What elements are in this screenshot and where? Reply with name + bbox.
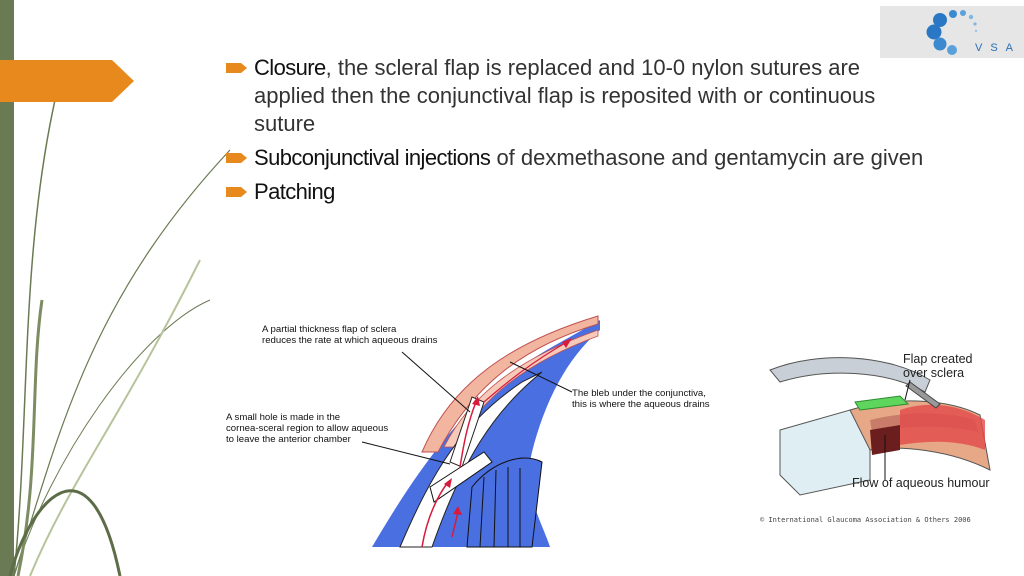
arrow-bullet-icon — [226, 153, 247, 163]
left-accent-bar — [0, 0, 14, 576]
label-flap-created: Flap created over sclera — [903, 352, 973, 380]
scleral-flap-illustration — [769, 357, 991, 496]
bullet-subconjunctival: Subconjunctival injections of dexmethaso… — [226, 144, 926, 172]
label-partial-thickness-flap: A partial thickness flap of sclera reduc… — [262, 324, 438, 346]
label-bleb: The bleb under the conjunctiva, this is … — [572, 388, 710, 410]
arrow-bullet-icon — [226, 63, 247, 73]
label-small-hole: A small hole is made in the cornea-scera… — [226, 412, 389, 445]
logo-text: VSA — [975, 42, 1022, 54]
copyright-text: © International Glaucoma Association & O… — [760, 516, 971, 524]
bullet-term: Subconjunctival injections — [254, 145, 491, 170]
bullet-list: Closure, the scleral flap is replaced an… — [226, 54, 926, 212]
bullet-term: Patching — [254, 179, 335, 204]
bullet-closure: Closure, the scleral flap is replaced an… — [226, 54, 926, 138]
arrow-bullet-icon — [226, 187, 247, 197]
trabeculectomy-cross-section-diagram: A partial thickness flap of sclera reduc… — [222, 302, 754, 552]
bullet-text: of dexmethasone and gentamycin are given — [490, 145, 924, 170]
bullet-text: , the scleral flap is replaced and 10-0 … — [254, 55, 876, 136]
vsa-logo — [880, 6, 1024, 58]
bullet-term: Closure — [254, 55, 326, 80]
logo-dots-icon — [926, 10, 978, 55]
orange-tab — [0, 60, 134, 102]
cross-section-illustration — [361, 315, 600, 548]
decorative-curves — [8, 99, 231, 576]
scleral-flap-3d-diagram: Flap created over sclera Flow of aqueous… — [760, 340, 1022, 538]
label-flow-aqueous: Flow of aqueous humour — [852, 476, 990, 490]
bullet-patching: Patching — [226, 178, 926, 206]
